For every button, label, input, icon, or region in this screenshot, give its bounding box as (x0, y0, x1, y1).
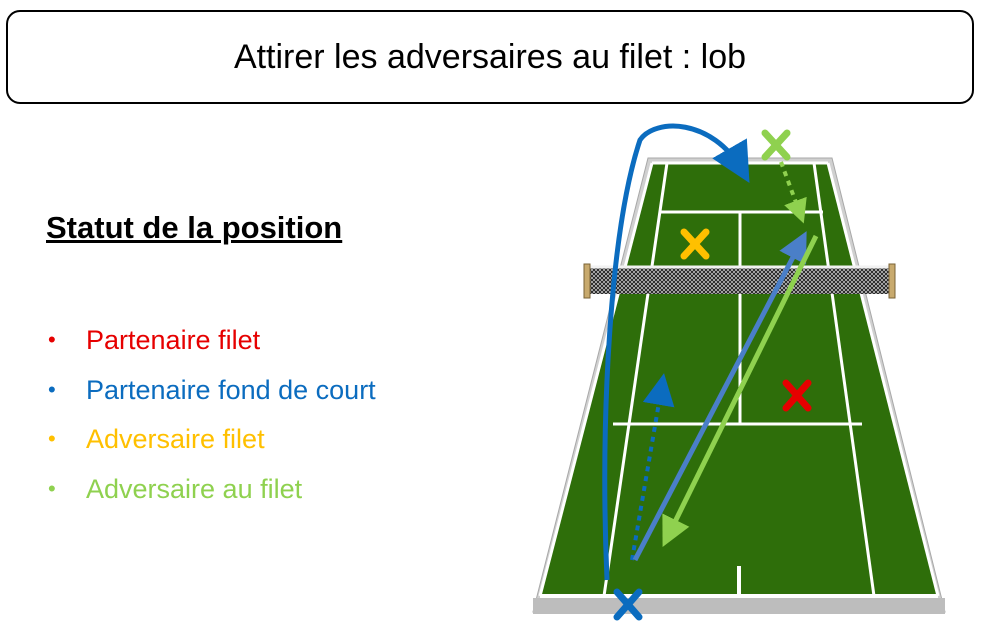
page-title: Attirer les adversaires au filet : lob (233, 37, 747, 76)
opponent-return-arrow (662, 234, 819, 547)
legend-item-partenaire-fond-de-court: • Partenaire fond de court (46, 372, 376, 422)
legend-list: • Partenaire filet • Partenaire fond de … (46, 322, 376, 520)
lob-trajectory-arrow (602, 123, 750, 581)
legend-item-adversaire-au-filet: • Adversaire au filet (46, 471, 376, 521)
legend-label: Adversaire filet (86, 424, 265, 454)
bullet-icon: • (48, 327, 56, 352)
legend-label: Partenaire filet (86, 325, 261, 355)
net (583, 263, 896, 299)
title-box: Attirer les adversaires au filet : lob (6, 10, 974, 104)
partenaire-fond-de-court-marker-icon (613, 588, 643, 621)
legend-label: Adversaire au filet (86, 473, 303, 504)
legend-label: Partenaire fond de court (86, 374, 376, 405)
legend-item-adversaire-filet: • Adversaire filet (46, 421, 376, 471)
bullet-icon: • (48, 475, 56, 501)
status-heading: Statut de la position (46, 210, 343, 245)
legend-item-partenaire-filet: • Partenaire filet (46, 322, 376, 372)
partenaire-filet-marker-icon (782, 379, 812, 412)
bullet-icon: • (48, 376, 56, 402)
adversaire-au-filet-marker-icon (761, 129, 791, 161)
bullet-icon: • (48, 426, 56, 451)
shot-arrow (632, 231, 807, 562)
adversaire-filet-marker-icon (680, 228, 710, 260)
